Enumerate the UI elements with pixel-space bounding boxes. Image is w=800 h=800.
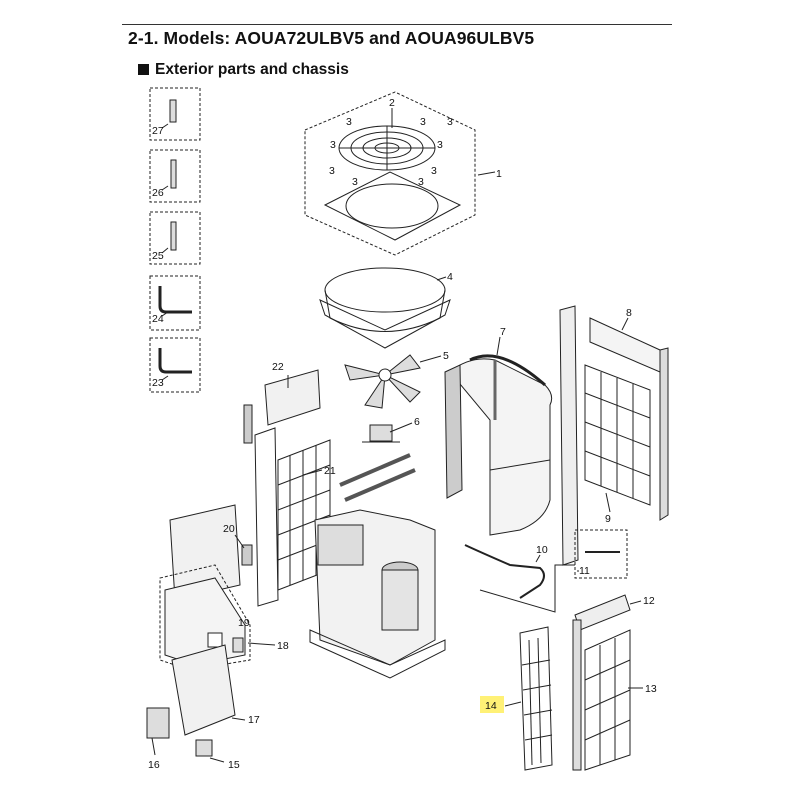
- panel-22: [264, 369, 321, 426]
- label-part-3: 3: [346, 116, 352, 128]
- part-16-drawing: [146, 707, 170, 739]
- propeller-fan: [344, 354, 421, 409]
- section-heading: Exterior parts and chassis: [138, 61, 349, 79]
- part-15-drawing: [195, 739, 213, 757]
- label-part-5: 5: [443, 350, 449, 362]
- label-part-3: 3: [420, 116, 426, 128]
- label-part-22: 22: [272, 361, 284, 373]
- heat-exchanger: [444, 354, 553, 536]
- label-part-3: 3: [431, 165, 437, 177]
- grille-13: [572, 619, 631, 771]
- label-part-24: 24: [152, 313, 164, 325]
- label-part-14: 14: [485, 700, 497, 712]
- label-part-15: 15: [228, 759, 240, 771]
- part-box-24: [149, 275, 201, 331]
- label-part-13: 13: [645, 683, 657, 695]
- part-box-11: [574, 529, 628, 579]
- label-part-25: 25: [152, 250, 164, 262]
- label-part-3: 3: [447, 116, 453, 128]
- front-panel-17: [171, 644, 236, 736]
- part-11-leader: [479, 564, 575, 613]
- label-part-11: 11: [579, 565, 590, 577]
- part-box-25: [149, 211, 201, 265]
- label-part-2: 2: [389, 97, 395, 109]
- label-part-27: 27: [152, 125, 164, 137]
- cover-18: [159, 564, 251, 671]
- label-part-10: 10: [536, 544, 548, 556]
- leader-lines: [151, 108, 643, 763]
- motor-support-bar: [339, 453, 411, 487]
- panel-12: [574, 594, 631, 631]
- label-part-3: 3: [352, 176, 358, 188]
- part-box-23: [149, 337, 201, 393]
- part-box-27: [149, 87, 201, 141]
- top-panel-plate: [323, 171, 462, 241]
- label-part-6: 6: [414, 416, 420, 428]
- part-1-outline: [304, 91, 476, 256]
- label-part-3: 3: [437, 139, 443, 151]
- grille-14: [519, 626, 553, 771]
- label-part-16: 16: [148, 759, 160, 771]
- title-rule: [122, 24, 672, 25]
- section-heading-text: Exterior parts and chassis: [155, 61, 349, 78]
- compressor-chassis: [309, 509, 446, 679]
- bell-mouth: [319, 267, 451, 349]
- side-grille-21: [243, 404, 331, 607]
- part-labels: 1 2 3 3 3 3 3 3 3 3 3 4 5 6 7 8 9 10 11 …: [148, 97, 657, 771]
- label-part-12: 12: [643, 595, 655, 607]
- label-part-1: 1: [496, 168, 502, 180]
- fan-motor: [362, 424, 400, 443]
- part-box-26: [149, 149, 201, 203]
- bracket-20: [169, 504, 253, 601]
- label-part-23: 23: [152, 377, 164, 389]
- highlight-part-14: [480, 696, 504, 713]
- label-part-3: 3: [418, 176, 424, 188]
- rear-grille-9: [559, 305, 669, 566]
- page-title: 2-1. Models: AOUA72ULBV5 and AOUA96ULBV5: [128, 28, 535, 48]
- square-bullet-icon: [138, 64, 149, 75]
- label-part-19: 19: [238, 617, 250, 629]
- label-part-4: 4: [447, 271, 453, 283]
- motor-support-bar: [344, 468, 416, 502]
- label-part-21: 21: [324, 465, 336, 477]
- label-part-20: 20: [223, 523, 235, 535]
- label-part-3: 3: [329, 165, 335, 177]
- label-part-17: 17: [248, 714, 260, 726]
- label-part-3: 3: [330, 139, 336, 151]
- label-part-9: 9: [605, 513, 611, 525]
- pipe-10: [464, 544, 545, 599]
- fan-guard: [338, 125, 436, 171]
- label-part-18: 18: [277, 640, 289, 652]
- label-part-7: 7: [500, 326, 506, 338]
- label-part-8: 8: [626, 307, 632, 319]
- label-part-26: 26: [152, 187, 164, 199]
